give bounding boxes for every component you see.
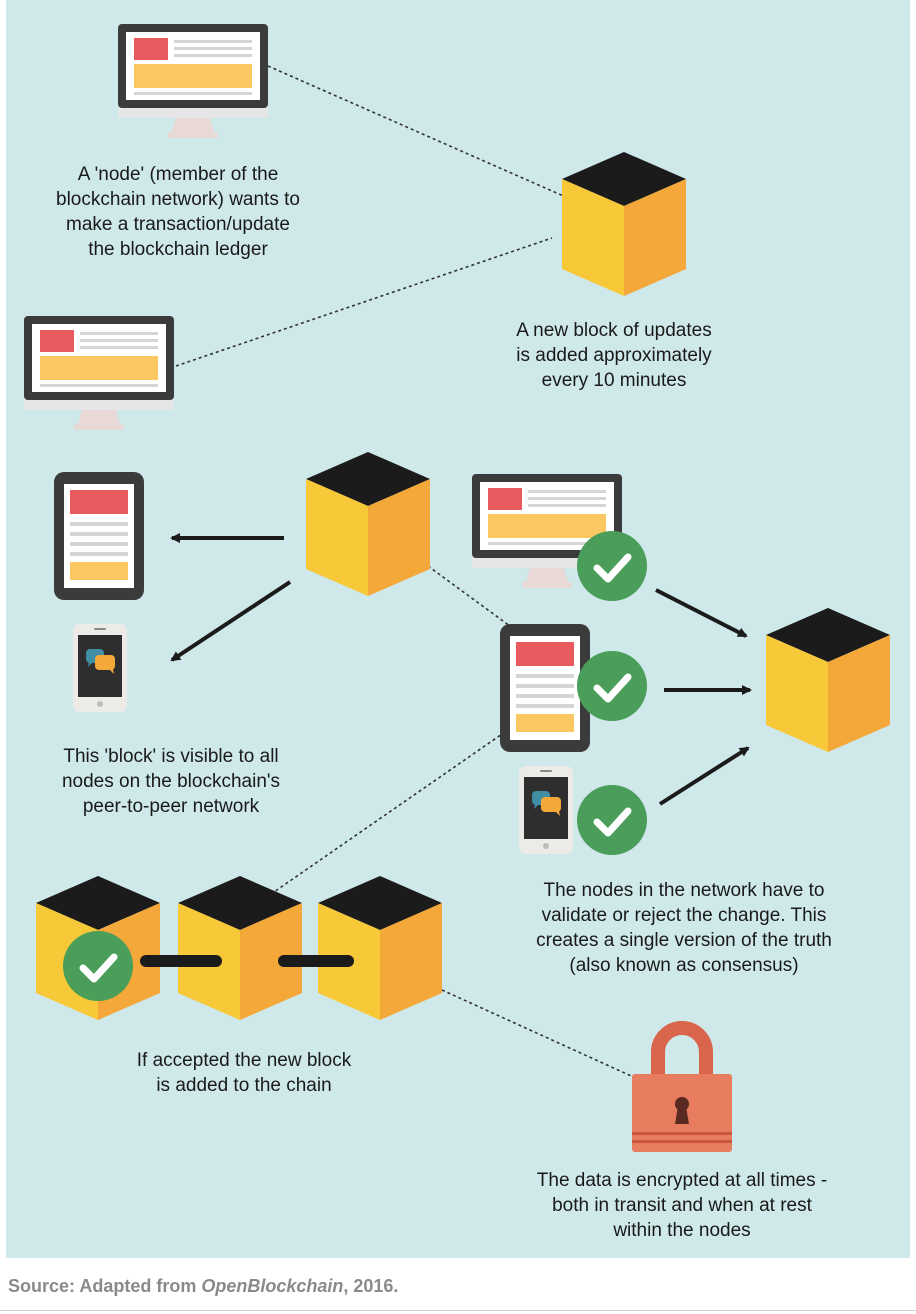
caption-data-encrypted: The data is encrypted at all times - bot… (536, 1170, 828, 1241)
check-icon (63, 931, 133, 1001)
caption-block-visible: This 'block' is visible to all nodes on … (61, 746, 281, 817)
new-block-cube-icon (562, 152, 686, 296)
tablet-icon (54, 472, 144, 600)
source-title: OpenBlockchain (201, 1276, 344, 1296)
check-icon (577, 785, 647, 855)
check-icon (577, 651, 647, 721)
validating-tablet-icon (500, 624, 590, 752)
validated-block-cube-icon (766, 608, 890, 752)
caption-nodes-validate: The nodes in the network have to validat… (536, 880, 832, 976)
caption-block-accepted: If accepted the new block is added to th… (136, 1050, 352, 1096)
smartphone-icon (73, 624, 127, 712)
divider (0, 1310, 916, 1311)
check-icon (577, 531, 647, 601)
dotted-connectors (175, 65, 641, 1081)
caption-node-wants-transaction: A 'node' (member of the blockchain netwo… (56, 164, 300, 260)
consensus-arrows (655, 588, 752, 806)
broadcast-block-cube-icon (306, 452, 430, 596)
padlock-icon (632, 1021, 732, 1152)
broadcast-arrows (170, 533, 292, 662)
chain-block-cube-icon (318, 876, 442, 1020)
validating-phone-icon (519, 766, 573, 854)
source-citation: Source: Adapted from OpenBlockchain, 201… (8, 1276, 399, 1296)
chain-block-cube-icon (178, 876, 302, 1020)
arrow-to-phone (170, 580, 292, 662)
diagram-background (6, 0, 910, 1258)
block-chain (36, 876, 442, 1020)
caption-new-block-added: A new block of updates is added approxim… (516, 320, 712, 391)
